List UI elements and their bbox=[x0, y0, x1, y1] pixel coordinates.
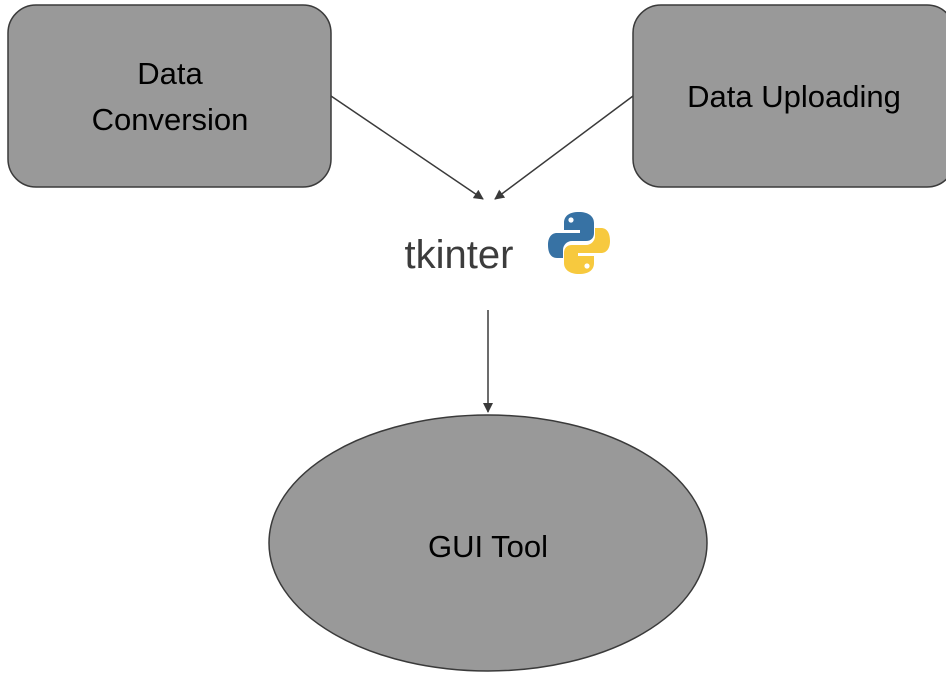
tkinter-label: tkinter bbox=[405, 233, 514, 277]
python-logo-icon bbox=[548, 212, 610, 274]
arrow-uploading-to-tkinter bbox=[494, 95, 634, 200]
gui-tool-label: GUI Tool bbox=[428, 529, 548, 564]
data-conversion-label-line1: Data bbox=[137, 56, 203, 91]
tkinter-node: tkinter bbox=[405, 212, 610, 277]
data-conversion-label-line2: Conversion bbox=[92, 102, 249, 137]
data-uploading-label: Data Uploading bbox=[687, 79, 901, 114]
data-conversion-node: Data Conversion bbox=[7, 4, 332, 188]
gui-tool-node: GUI Tool bbox=[268, 414, 708, 672]
data-uploading-node: Data Uploading bbox=[632, 4, 946, 188]
arrow-conversion-to-tkinter bbox=[330, 95, 484, 200]
